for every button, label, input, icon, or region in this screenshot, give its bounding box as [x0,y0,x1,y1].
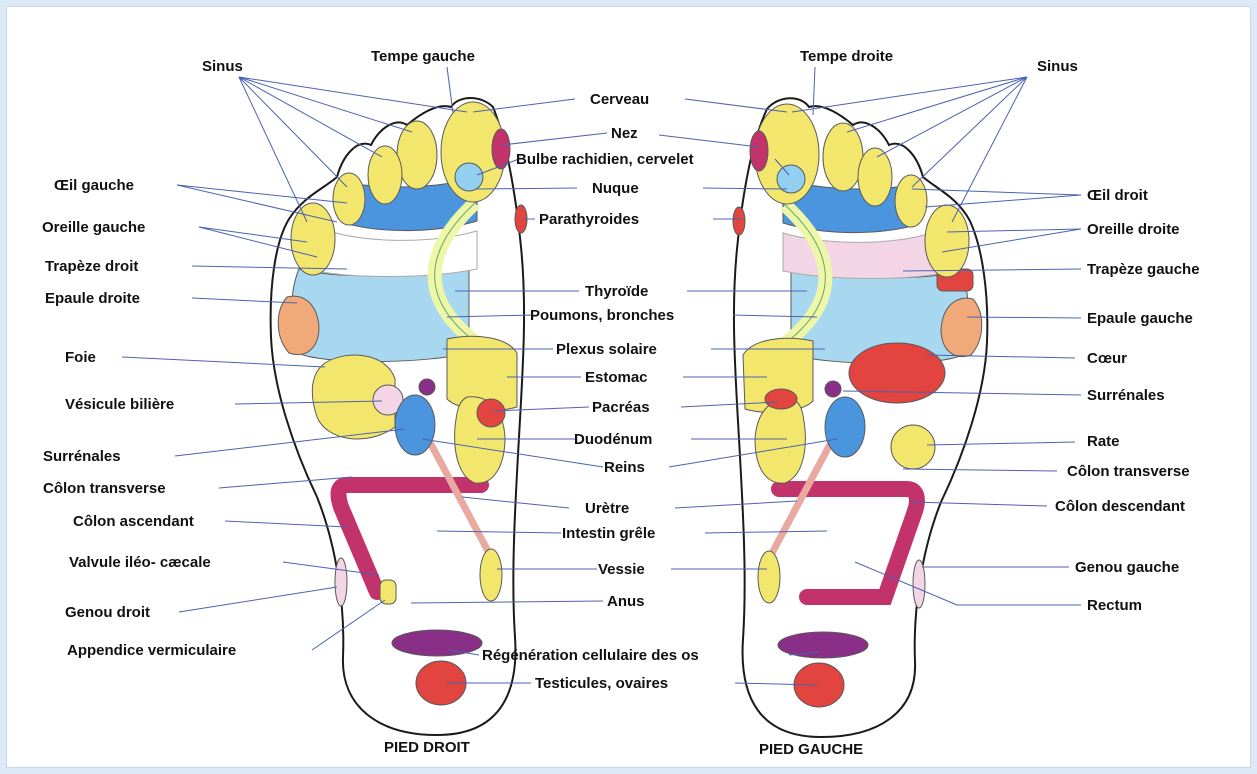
label-valvule: Valvule iléo- cæcale [69,554,211,571]
label-trapeze-droit: Trapèze droit [45,258,138,275]
label-oreille-gauche: Oreille gauche [42,219,145,236]
label-surrenales-right: Surrénales [1087,387,1165,404]
label-oreille-droite: Oreille droite [1087,221,1180,238]
left-bone-zone [778,632,868,658]
label-vessie: Vessie [598,561,645,578]
label-oeil-droit: Œil droit [1087,187,1148,204]
left-parathyroid-zone [733,207,745,235]
right-medulla-zone [455,163,483,191]
label-epaule-droite: Epaule droite [45,290,140,307]
label-sinus-left: Sinus [202,58,243,75]
label-bulbe: Bulbe rachidien, cervelet [516,151,694,168]
label-reins: Reins [604,459,645,476]
left-toe-2 [823,123,863,191]
label-colon-descendant: Côlon descendant [1055,498,1185,515]
label-vesicule: Vésicule bilière [65,396,174,413]
left-nose-zone [750,131,768,171]
label-coeur: Cœur [1087,350,1127,367]
left-kidney-zone [825,397,865,457]
right-bladder-zone [480,549,502,601]
label-tempe-droite: Tempe droite [800,48,893,65]
right-pancreas-zone [477,399,505,427]
label-foie: Foie [65,349,96,366]
label-appendice: Appendice vermiculaire [67,642,236,659]
label-colon-transverse-left: Côlon transverse [43,480,166,497]
label-testicules: Testicules, ovaires [535,675,668,692]
label-rate: Rate [1087,433,1120,450]
label-surrenales-left: Surrénales [43,448,121,465]
label-genou-gauche: Genou gauche [1075,559,1179,576]
label-nuque: Nuque [592,180,639,197]
label-rectum: Rectum [1087,597,1142,614]
caption-pied-droit: PIED DROIT [384,739,470,756]
right-foot [271,98,527,735]
right-knee-zone [335,558,347,606]
label-poumons: Poumons, bronches [530,307,674,324]
right-toe-3 [368,146,402,204]
label-regeneration: Régénération cellulaire des os [482,647,699,664]
left-adrenal-zone [825,381,841,397]
label-estomac: Estomac [585,369,648,386]
label-nez: Nez [611,125,638,142]
label-colon-ascendant: Côlon ascendant [73,513,194,530]
right-toe-4 [333,173,365,225]
left-heart-zone [849,343,945,403]
right-toe-2 [397,121,437,189]
label-epaule-gauche: Epaule gauche [1087,310,1193,327]
label-genou-droit: Genou droit [65,604,150,621]
label-plexus: Plexus solaire [556,341,657,358]
left-foot [733,98,987,737]
right-adrenal-zone [419,379,435,395]
label-sinus-right: Sinus [1037,58,1078,75]
label-anus: Anus [607,593,645,610]
label-parathyroides: Parathyroides [539,211,639,228]
label-thyroide: Thyroïde [585,283,648,300]
labels-right: Sinus Œil droit Oreille droite Trapèze g… [1037,58,1200,614]
caption-pied-gauche: PIED GAUCHE [759,741,863,758]
right-appendix-zone [380,580,396,604]
left-toe-4 [895,175,927,227]
label-trapeze-gauche: Trapèze gauche [1087,261,1200,278]
left-toe-3 [858,148,892,206]
right-kidney-zone [395,395,435,455]
label-intestin: Intestin grêle [562,525,655,542]
foot-reflexology-diagram: Sinus Œil gauche Oreille gauche Trapèze … [7,7,1252,769]
label-oeil-gauche: Œil gauche [54,177,134,194]
label-uretre: Urètre [585,500,629,517]
label-cerveau: Cerveau [590,91,649,108]
label-pancreas: Pacréas [592,399,650,416]
left-toe-5 [925,205,969,277]
label-duodenum: Duodénum [574,431,652,448]
right-bone-zone [392,630,482,656]
left-bladder-zone [758,551,780,603]
left-pancreas-zone [765,389,797,409]
label-tempe-gauche: Tempe gauche [371,48,475,65]
label-colon-transverse-right: Côlon transverse [1067,463,1190,480]
diagram-frame: Sinus Œil gauche Oreille gauche Trapèze … [6,6,1251,768]
left-spleen-zone [891,425,935,469]
right-toe-5 [291,203,335,275]
